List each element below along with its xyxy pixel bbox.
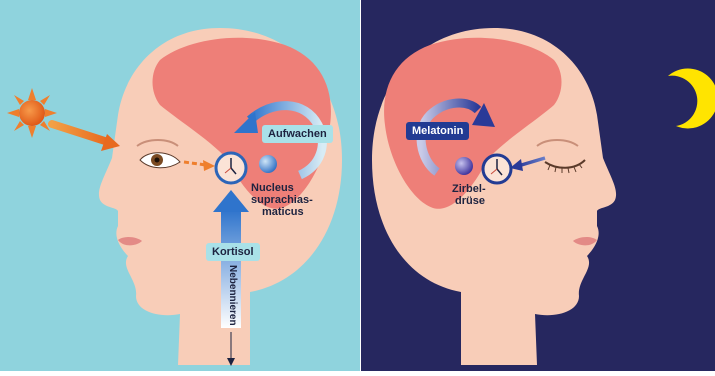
- kortisol-label: Kortisol: [206, 243, 260, 261]
- nucleus-label-line2: suprachias-: [251, 194, 313, 206]
- clock-icon: [216, 153, 246, 183]
- zirbel-label-line2: drüse: [455, 195, 485, 207]
- nucleus-label-line1: Nucleus: [251, 182, 294, 194]
- aufwachen-label: Aufwachen: [262, 125, 333, 143]
- nebennieren-label: Nebennieren: [227, 265, 238, 326]
- nucleus-label-line3: maticus: [262, 206, 304, 218]
- right-pineal-ball: [455, 157, 473, 175]
- left-nucleus-ball: [259, 155, 277, 173]
- sun-icon: [7, 88, 57, 138]
- clock-icon: [483, 155, 511, 183]
- zirbel-label-line1: Zirbel-: [452, 183, 486, 195]
- melatonin-label: Melatonin: [406, 122, 469, 140]
